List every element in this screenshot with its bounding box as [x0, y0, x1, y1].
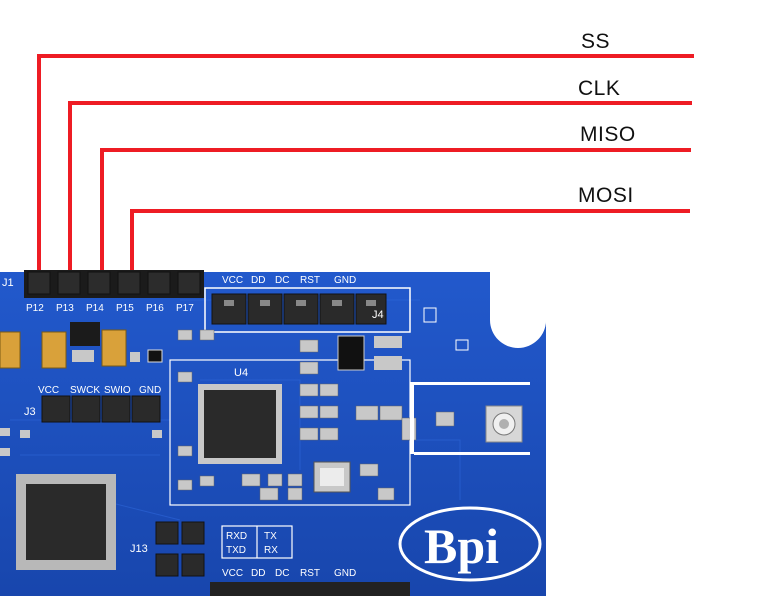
label-j1: J1	[2, 277, 14, 289]
label-bottom-rst: RST	[300, 568, 320, 579]
wire-mosi-vertical	[130, 209, 134, 272]
label-j3-swck: SWCK	[70, 385, 100, 396]
crystal-oscillator	[320, 468, 344, 486]
signal-label-miso: MISO	[580, 123, 636, 146]
label-txd: TXD	[226, 545, 246, 556]
u4-chip	[204, 390, 276, 458]
label-j4-rst: RST	[300, 275, 320, 286]
tantalum-capacitors	[0, 329, 127, 369]
label-p16: P16	[146, 303, 164, 314]
logo-text: Bpi	[424, 518, 499, 574]
label-p14: P14	[86, 303, 104, 314]
wire-clk-vertical	[68, 101, 72, 272]
antenna-connector	[485, 405, 523, 443]
label-j13: J13	[130, 543, 148, 555]
label-rxd: RXD	[226, 531, 247, 542]
label-j3: J3	[24, 406, 36, 418]
wire-clk-horizontal	[68, 101, 692, 105]
header-j13	[155, 521, 205, 577]
crystal-small	[337, 335, 365, 371]
top-header-j1	[24, 270, 204, 298]
wire-ss-horizontal	[37, 54, 694, 58]
label-u4: U4	[234, 367, 248, 379]
signal-label-ss: SS	[581, 30, 611, 53]
wire-ss-vertical	[37, 54, 41, 272]
label-j4-dc: DC	[275, 275, 289, 286]
mcu-chip	[26, 484, 106, 560]
signal-label-clk: CLK	[578, 77, 621, 100]
label-bottom-vcc: VCC	[222, 568, 243, 579]
label-p13: P13	[56, 303, 74, 314]
label-p15: P15	[116, 303, 134, 314]
wire-miso-vertical	[100, 148, 104, 272]
board-notch	[492, 272, 546, 347]
label-p17: P17	[176, 303, 194, 314]
label-j4: J4	[372, 309, 384, 321]
label-j4-gnd: GND	[334, 275, 356, 286]
label-rx: RX	[264, 545, 278, 556]
bpi-logo: Bpi	[398, 506, 542, 582]
label-bottom-dc: DC	[275, 568, 289, 579]
signal-label-mosi: MOSI	[578, 184, 634, 207]
label-j3-vcc: VCC	[38, 385, 59, 396]
label-j4-dd: DD	[251, 275, 265, 286]
label-j4-vcc: VCC	[222, 275, 243, 286]
label-p12: P12	[26, 303, 44, 314]
label-j3-swio: SWIO	[104, 385, 131, 396]
label-j3-gnd: GND	[139, 385, 161, 396]
wire-miso-horizontal	[100, 148, 691, 152]
header-j3	[41, 395, 161, 423]
board-outline	[0, 272, 546, 596]
label-bottom-gnd: GND	[334, 568, 356, 579]
wire-mosi-horizontal	[130, 209, 690, 213]
label-tx: TX	[264, 531, 277, 542]
label-bottom-dd: DD	[251, 568, 265, 579]
header-j4	[211, 293, 387, 325]
